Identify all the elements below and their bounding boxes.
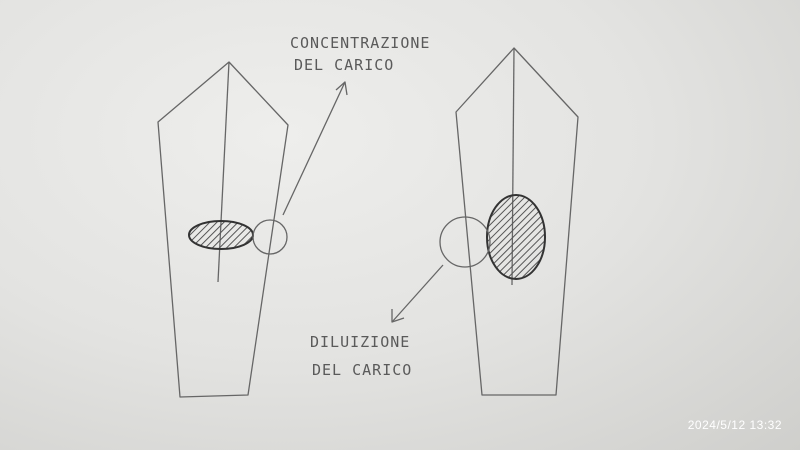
arrow-up-icon — [282, 81, 348, 216]
right-diluted-load — [486, 194, 546, 280]
right-nib-outline — [455, 47, 579, 396]
left-nib-outline — [157, 61, 289, 398]
left-contact-circle — [252, 219, 288, 255]
arrow-down-icon — [391, 264, 444, 323]
photo-timestamp: 2024/5/12 13:32 — [687, 418, 782, 432]
label-top-line1: CONCENTRAZIONE — [290, 34, 430, 52]
label-bottom-line1: DILUIZIONE — [310, 333, 410, 351]
label-bottom-line2: DEL CARICO — [312, 361, 412, 379]
label-top-line2: DEL CARICO — [294, 56, 394, 74]
left-concentrated-load — [188, 220, 254, 250]
right-contact-circle — [439, 216, 491, 268]
